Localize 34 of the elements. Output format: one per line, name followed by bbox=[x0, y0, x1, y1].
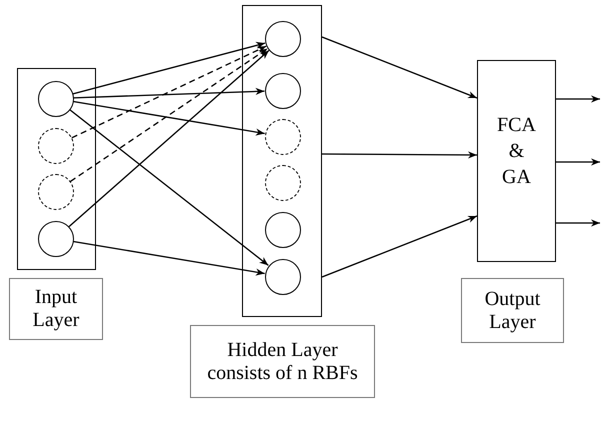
output-label: FCA & GA bbox=[496, 113, 537, 190]
arrow bbox=[73, 100, 265, 136]
arrow bbox=[68, 50, 270, 228]
neuron-circle bbox=[264, 258, 300, 294]
layer-label bbox=[461, 278, 564, 343]
arrow bbox=[556, 158, 600, 166]
arrow bbox=[322, 36, 478, 99]
neuron-circle bbox=[264, 164, 300, 200]
layer-panel bbox=[242, 5, 322, 317]
arrow bbox=[556, 95, 600, 103]
layer-caption: Output Layer bbox=[484, 288, 542, 334]
arrow bbox=[72, 46, 266, 138]
arrow bbox=[556, 219, 600, 227]
neuron-circle bbox=[38, 174, 74, 210]
layer-label bbox=[9, 278, 103, 340]
arrow bbox=[322, 151, 477, 159]
layer-caption: Hidden Layer consists of n RBFs bbox=[206, 338, 359, 384]
neuron-circle bbox=[38, 220, 74, 256]
layer-panel bbox=[17, 68, 96, 270]
arrow bbox=[69, 109, 269, 266]
arrow bbox=[322, 215, 478, 278]
output-box bbox=[477, 60, 556, 262]
neuron-circle bbox=[38, 128, 74, 164]
layer-caption: Input Layer bbox=[32, 286, 80, 332]
neuron-circle bbox=[264, 118, 300, 154]
arrow bbox=[72, 42, 266, 95]
layer-label bbox=[190, 325, 375, 398]
neuron-circle bbox=[38, 80, 74, 116]
neuron-circle bbox=[264, 212, 300, 248]
arrow bbox=[70, 48, 268, 182]
neuron-circle bbox=[264, 72, 300, 108]
arrow bbox=[73, 240, 265, 276]
neuron-circle bbox=[264, 20, 300, 56]
arrow bbox=[73, 88, 265, 99]
